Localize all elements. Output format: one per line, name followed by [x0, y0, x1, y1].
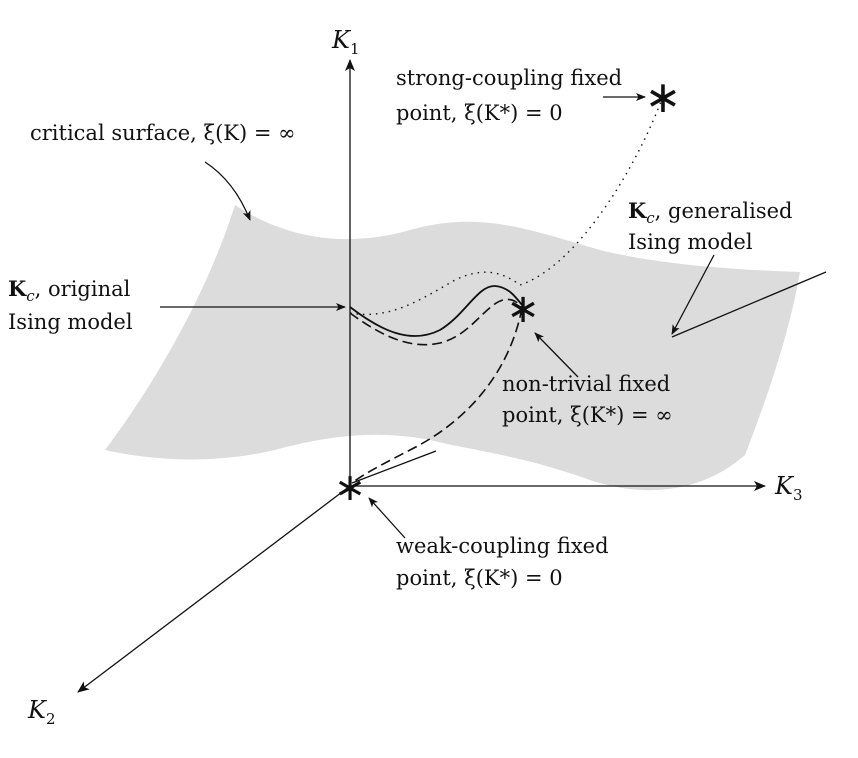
critical-surface-arrow	[204, 161, 251, 221]
solid-flow	[349, 285, 523, 337]
dotted-flow-to-strong	[349, 95, 664, 316]
kc-generalised-label-line2: Ising model	[628, 230, 753, 254]
weak-coupling-label-line1: weak-coupling fixed	[396, 534, 609, 558]
weak-coupling-label-line2: point, ξ(K*) = 0	[396, 566, 563, 590]
nontrivial-arrow	[534, 332, 579, 378]
strong-coupling-fixed-point: ∗	[645, 72, 682, 123]
weak-coupling-fixed-point: ∗	[334, 465, 366, 509]
critical-surface	[105, 205, 800, 491]
weak-coupling-arrow	[368, 497, 406, 539]
k2-axis-label: K2	[27, 696, 55, 728]
k2-axis	[77, 485, 351, 693]
dashed-flow-to-weak	[351, 307, 523, 484]
kc-generalised-arrow	[671, 254, 715, 335]
kc-original-label-line1: Kc, original	[8, 276, 131, 305]
k1-axis-label: K1	[331, 26, 359, 58]
nontrivial-fixed-point: ∗	[506, 286, 540, 332]
kc-original-label-line2: Ising model	[8, 310, 133, 334]
strong-coupling-label-line1: strong-coupling fixed	[396, 66, 622, 90]
dashed-flow-original	[349, 298, 523, 346]
critical-surface-label: critical surface, ξ(K) = ∞	[30, 121, 296, 145]
nontrivial-label-line1: non-trivial fixed	[502, 372, 670, 396]
k3-axis-label: K3	[774, 472, 802, 504]
nontrivial-label-line2: point, ξ(K*) = ∞	[502, 403, 673, 427]
strong-coupling-label-line2: point, ξ(K*) = 0	[396, 101, 563, 125]
surface-to-weak-line	[351, 450, 437, 484]
kc-generalised-label-line1: Kc, generalised	[628, 198, 792, 227]
surface-edge-line	[671, 271, 827, 338]
